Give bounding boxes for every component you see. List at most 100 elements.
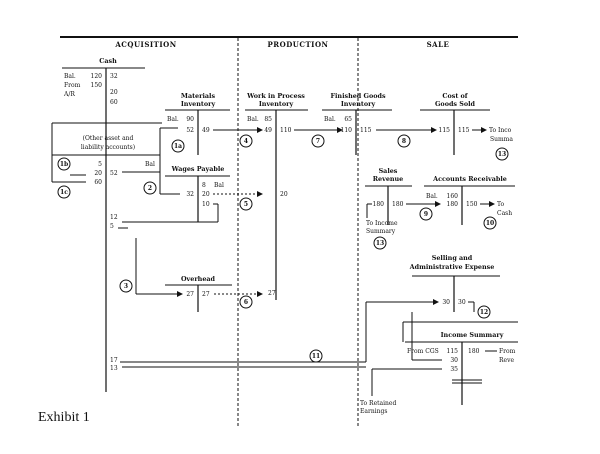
overhead-27-debit: 27 [186,291,194,298]
other-52: 52 [110,170,118,177]
wages-10: 10 [202,201,210,208]
cash-from-label: From [64,82,81,89]
other-accounts: (Other asset and liability accounts) 5 B… [51,122,178,186]
cash-title: Cash [99,57,117,65]
materials-title-1: Materials [181,92,216,100]
cash-17: 17 [110,357,118,364]
to-retained-1: To Retained [360,400,396,407]
materials-bal: 90 [186,116,194,123]
circle-1b: 1b [57,157,71,171]
cogs-to-income-1: To Inco [489,127,512,134]
cash-from-ar-value: 150 [91,82,103,89]
cash-bal-label: Bal. [64,73,76,80]
ar-to-cash-2: Cash [497,210,512,217]
cash-60: 60 [110,99,118,106]
circle-10: 10 [483,216,497,230]
circle-1c: 1c [57,185,71,199]
sales-title-2: Revenue [373,175,404,183]
wip-t-account: Work in Process Inventory Bal. 85 49 110… [245,92,343,300]
section-acquisition: ACQUISITION [114,40,176,49]
circle-5: 5 [239,197,253,211]
materials-t-account: Materials Inventory Bal. 90 52 49 [165,92,263,155]
overhead-27-credit: 27 [202,291,210,298]
cash-bal-value: 120 [91,73,103,80]
wages-title: Wages Payable [171,165,225,173]
wages-32: 32 [186,191,194,198]
section-sale: SALE [427,40,450,49]
wages-t-account: Wages Payable 8 Bal 32 20 10 [118,165,263,229]
sales-to-income-1: To Income [366,220,398,227]
svg-text:11: 11 [312,353,320,360]
circle-1a: 1a [171,139,185,153]
ar-to-cash-1: To [497,201,505,208]
other-20: 20 [94,170,102,177]
wages-8: 8 [202,182,206,189]
circle-11: 11 [309,349,323,363]
circle-2: 2 [143,181,157,195]
svg-text:10: 10 [486,220,494,227]
wip-110: 110 [280,127,292,134]
income-from-rev-1: From [499,348,516,355]
cogs-115-debit: 115 [439,127,451,134]
svg-text:8: 8 [402,138,406,145]
income-35: 35 [450,366,458,373]
sales-180-debit: 180 [373,201,385,208]
circle-4: 4 [239,134,253,148]
svg-text:6: 6 [244,299,248,306]
cash-ar-label: A/R [63,91,75,98]
other-5: 5 [98,161,102,168]
ar-title: Accounts Receivable [432,175,507,183]
exhibit-caption: Exhibit 1 [38,410,90,425]
fg-115: 115 [360,127,372,134]
income-title: Income Summary [441,331,504,339]
sga-title-2: Administrative Expense [409,263,495,271]
fg-title-1: Finished Goods [330,92,385,100]
fg-110: 110 [341,127,353,134]
svg-text:13: 13 [376,240,384,247]
circle-13-sales: 13 [373,236,387,250]
wip-bal: 85 [264,116,272,123]
cogs-title-2: Goods Sold [435,100,476,108]
svg-text:3: 3 [124,283,128,290]
cash-20: 20 [110,89,118,96]
svg-text:1c: 1c [60,189,68,196]
wip-bal-label: Bal. [247,116,259,123]
svg-text:5: 5 [244,201,248,208]
sga-title-1: Selling and [432,254,473,262]
income-from-cgs: From CGS [407,348,439,355]
cogs-to-income-2: Summa [490,136,513,143]
materials-49: 49 [202,127,210,134]
to-retained-2: Earnings [360,408,387,415]
fg-bal-label: Bal. [324,116,336,123]
wip-49: 49 [264,127,272,134]
ar-180: 180 [447,201,459,208]
svg-text:2: 2 [148,185,152,192]
income-180: 180 [468,348,480,355]
cash-13: 13 [110,365,118,372]
wip-title-2: Inventory [259,100,294,108]
other-bal: Bal [145,161,155,168]
cash-32: 32 [110,73,118,80]
svg-text:1a: 1a [174,143,182,150]
wip-title-1: Work in Process [246,92,305,100]
svg-text:12: 12 [480,309,488,316]
materials-bal-label: Bal. [167,116,179,123]
materials-title-2: Inventory [181,100,216,108]
income-summary-t-account: Income Summary From CGS 115 180 From Rev… [360,312,518,415]
sga-30-debit: 30 [442,299,450,306]
circle-13-cogs: 13 [495,147,509,161]
wages-bal: Bal [214,182,224,189]
cogs-t-account: Cost of Goods Sold 115 115 To Inco Summa [420,92,513,155]
circle-8: 8 [397,134,411,148]
fg-title-2: Inventory [341,100,376,108]
svg-text:7: 7 [316,138,320,145]
svg-text:9: 9 [424,211,428,218]
wip-20: 20 [280,191,288,198]
ar-bal: 160 [447,193,459,200]
sales-to-income-2: Summary [366,228,396,235]
overhead-title: Overhead [181,275,216,283]
cash-t-account: Cash Bal. 120 From A/R 150 32 20 60 12 5… [62,57,145,392]
wip-27: 27 [268,290,276,297]
